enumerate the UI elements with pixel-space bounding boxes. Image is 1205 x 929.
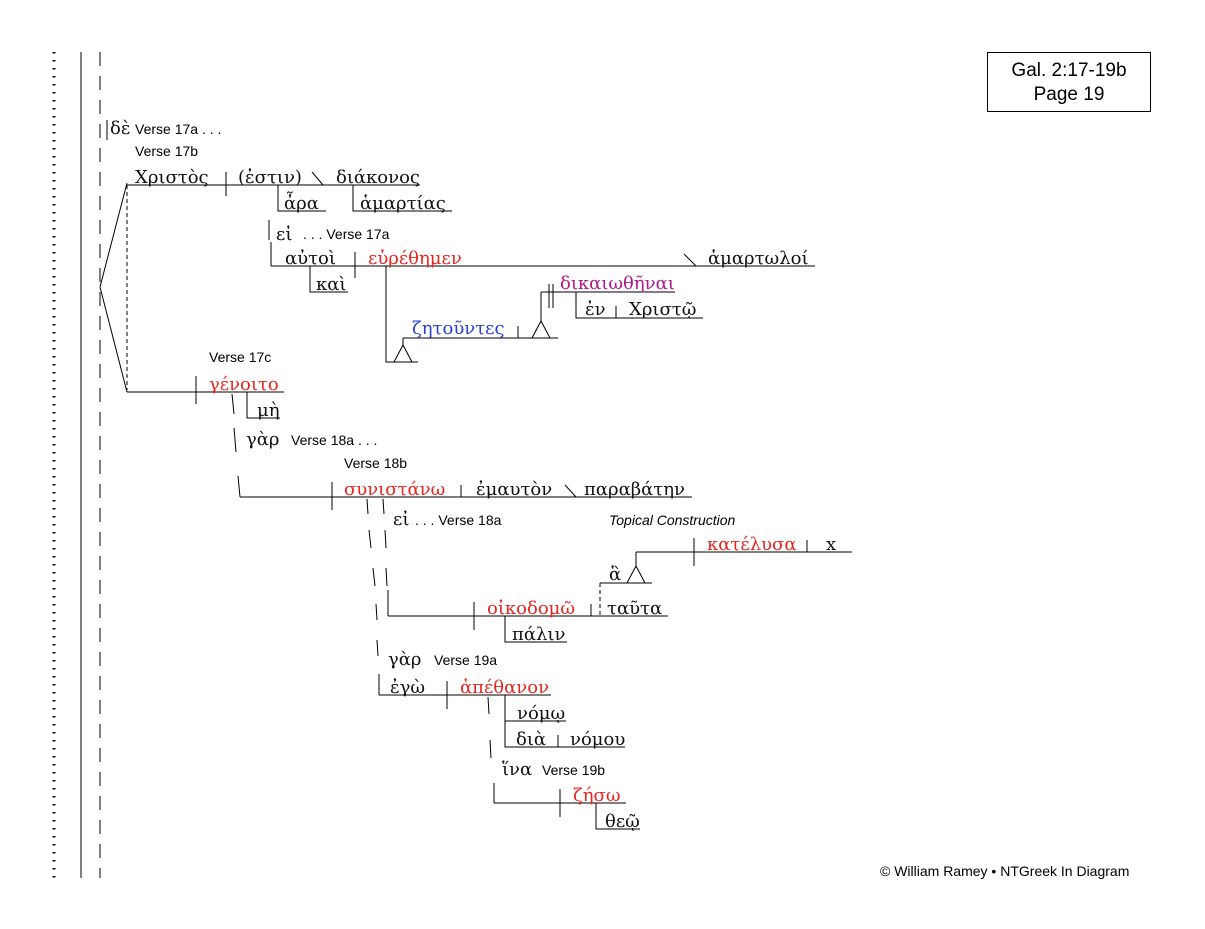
word-de: δὲ xyxy=(110,118,131,139)
label-v18b: Verse 18b xyxy=(344,455,407,471)
word-oikodomo: οἰκοδομῶ xyxy=(487,597,575,619)
participle-pedestal xyxy=(393,343,413,363)
page-number: Page 19 xyxy=(1033,84,1105,105)
gar1-connector xyxy=(237,475,241,498)
slant-dash-6 xyxy=(384,529,387,549)
word-tauta: ταῦτα xyxy=(607,598,662,619)
label-v19a: Verse 19a xyxy=(434,652,497,668)
word-christos: Χριστὸς xyxy=(135,167,209,188)
slant-dash-7 xyxy=(385,567,388,587)
word-zeso: ζήσω xyxy=(573,785,621,806)
slant-dash-2 xyxy=(372,567,376,587)
label-v17b: Verse 17b xyxy=(135,143,198,159)
hamartias-modifier xyxy=(352,185,452,212)
word-katelysa: κατέλυσα xyxy=(707,534,796,555)
slant-dash-5 xyxy=(382,498,385,515)
predicate-divider xyxy=(311,171,324,186)
word-heurethemen: εὑρέθημεν xyxy=(368,248,462,269)
theo-modifier xyxy=(595,803,640,830)
word-ei-2: εἰ xyxy=(393,508,409,530)
word-palin: πάλιν xyxy=(512,624,565,645)
label-v17c: Verse 17c xyxy=(209,349,271,365)
label-topical: Topical Construction xyxy=(609,512,736,528)
word-diakonos: διάκονος xyxy=(336,167,420,188)
label-v18a-cont: Verse 18a . . . xyxy=(291,432,377,448)
slant-dash-1 xyxy=(368,529,372,549)
gar1-stub-a xyxy=(231,393,235,415)
hina-stub-a xyxy=(487,696,490,715)
connector-to-clause2 xyxy=(99,286,128,393)
passage-reference: Gal. 2:17-19b xyxy=(1011,60,1127,81)
parabaten-divider xyxy=(564,484,577,498)
slant-dash-4 xyxy=(376,639,379,657)
word-en: ἐν xyxy=(585,299,606,320)
hamartoloi-divider xyxy=(683,253,697,267)
word-christo: Χριστῷ xyxy=(629,299,696,320)
topical-pedestal xyxy=(626,564,646,584)
label-v17a-cont: Verse 17a . . . xyxy=(135,121,221,137)
word-ego: ἐγὼ xyxy=(390,677,425,698)
slant-dash-3 xyxy=(375,603,378,621)
word-gar-2: γὰρ xyxy=(388,649,422,670)
word-synistano: συνιστάνω xyxy=(344,479,445,500)
word-nomo: νόμῳ xyxy=(517,703,565,724)
gar1-stub-b xyxy=(233,427,237,453)
palin-modifier xyxy=(504,616,567,643)
infinitive-pedestal xyxy=(531,319,551,339)
en-modifier xyxy=(575,292,703,319)
word-gar-1: γὰρ xyxy=(246,429,280,450)
me-modifier xyxy=(246,392,280,419)
word-emauton: ἐμαυτὸν xyxy=(476,479,552,500)
word-autoi: αὐτοὶ xyxy=(285,248,336,269)
word-x: x xyxy=(826,534,836,555)
word-genoito: γένοιτο xyxy=(209,374,279,395)
label-v17a-ref: . . . Verse 17a xyxy=(303,226,390,242)
dia-modifier xyxy=(504,721,625,748)
word-theo: θεῷ xyxy=(605,811,640,832)
word-ha: ἃ xyxy=(609,564,621,585)
passage-box: Gal. 2:17-19b Page 19 xyxy=(987,52,1151,112)
kai-modifier xyxy=(309,266,348,293)
word-hamartoloi: ἁμαρτωλοί xyxy=(708,248,809,269)
word-hina: ἵνα xyxy=(502,758,532,780)
word-apethanon: ἀπέθανον xyxy=(460,677,549,698)
word-estin: (ἐστιν) xyxy=(238,167,302,188)
label-v18a-ref: . . . Verse 18a xyxy=(415,512,502,528)
ara-modifier xyxy=(277,185,326,212)
word-ara: ἆρα xyxy=(284,190,319,214)
label-v19b: Verse 19b xyxy=(542,762,605,778)
connector-to-clause1 xyxy=(99,182,128,288)
word-dikaiothenai: δικαιωθῆναι xyxy=(560,273,675,294)
word-hamartias: ἁμαρτίας xyxy=(360,193,446,214)
copyright-notice: © William Ramey • NTGreek In Diagram xyxy=(880,863,1130,879)
word-dia: διὰ xyxy=(516,729,546,750)
word-kai: καὶ xyxy=(316,274,346,295)
word-ei-1: εἰ xyxy=(276,223,292,245)
word-nomou: νόμου xyxy=(570,729,625,750)
word-zetountes: ζητοῦντες xyxy=(412,318,505,339)
word-parabaten: παραβάτην xyxy=(584,479,685,500)
word-me: μὴ xyxy=(257,400,279,421)
hina-stub-b xyxy=(489,739,492,759)
ei2-stub xyxy=(366,498,369,515)
